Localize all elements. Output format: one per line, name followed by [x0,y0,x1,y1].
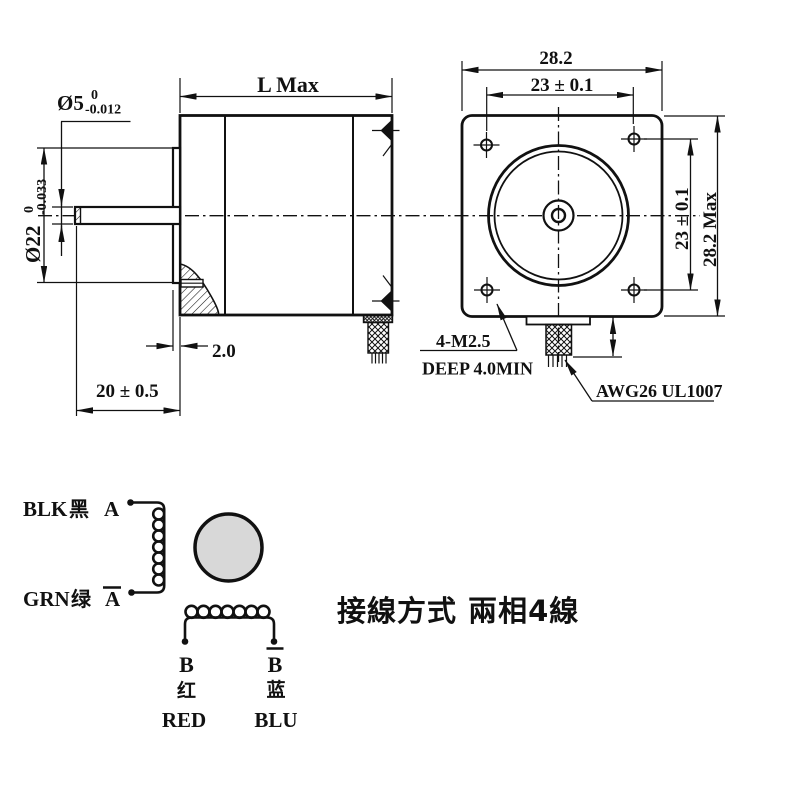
note-lead-wire: AWG26 UL1007 [564,359,723,402]
label-hole-spacing-h: 23 ± 0.1 [531,75,594,96]
note-mounting-holes: 4-M2.5 DEEP 4.0MIN [420,303,533,379]
terminal-dot-a-bar [128,589,135,596]
label-overall-height: 28.2 Max [700,192,721,267]
dim-pilot-thickness: 2.0 [146,290,236,362]
phase-b-coil [181,604,278,645]
label-shaft-tol-lower: -0.012 [85,103,121,118]
dim-hole-spacing-vertical: 23 ± 0.1 [644,138,698,291]
phase-b-bar-terminal: B [268,652,283,677]
phase-b-code: RED [162,708,206,732]
phase-a-bar-label: GRN 绿 A [23,587,121,611]
cable-gland-front [545,323,573,356]
mounting-hole-top-left [473,132,500,158]
label-l-max: L Max [257,72,319,97]
phase-b-cn: 红 [177,679,196,702]
label-pilot-thickness: 2.0 [212,341,236,362]
dim-l-max: L Max [179,72,393,113]
terminal-dot-a [127,499,134,506]
label-pilot-tol-lower: -0.033 [35,179,50,215]
connector-block [525,315,591,326]
lead-wires-side [371,353,387,364]
dim-shaft-diameter: Ø5 0 -0.012 [52,88,131,256]
phase-a-label: BLK 黑 A [23,497,120,521]
motor-shaft [73,205,182,226]
dim-shaft-length: 20 ± 0.5 [75,226,181,416]
dim-hole-spacing-horizontal: 23 ± 0.1 [486,75,634,131]
edge-mark-bottom [372,275,400,312]
label-hole-depth: DEEP 4.0MIN [422,359,533,379]
dim-pilot-diameter: Ø22 0 -0.033 [21,147,172,284]
phase-b-terminal: B [179,652,194,677]
edge-mark-top [372,119,400,157]
cable-gland-side [367,321,390,354]
mounting-hole-bottom-left [474,277,500,303]
label-shaft-tol-upper: 0 [91,88,98,103]
mounting-hole-bottom-right [621,277,647,303]
dim-overall-width: 28.2 [461,48,663,111]
wiring-caption: 接線方式 兩相4線 [337,594,579,628]
rotor-circle [193,512,264,583]
dim-overall-height: 28.2 Max [664,115,725,317]
lead-wires-front [547,355,568,367]
wiring-diagram: BLK 黑 A GRN 绿 A B 红 RED B 蓝 BLU 接線方式 兩相4… [23,497,579,732]
dim-gland-height [573,317,622,358]
terminal-dot-b [181,638,189,645]
front-view: 28.2 23 ± 0.1 23 ± 0.1 28.2 Max [420,48,725,402]
label-shaft-length: 20 ± 0.5 [96,381,159,402]
phase-b-bar-code: BLU [254,708,297,732]
mounting-hole-top-right [621,126,647,152]
label-lead-wire-spec: AWG26 UL1007 [596,381,723,401]
label-pilot-dia: Ø22 [21,226,45,263]
side-view: L Max Ø5 0 -0.012 Ø22 0 -0.033 [21,72,400,416]
label-pilot-tol-upper: 0 [22,206,37,213]
terminal-dot-b-bar [270,638,278,645]
shaft-end-hatch [74,206,82,225]
label-overall-width: 28.2 [539,48,572,69]
phase-a-coil [127,499,166,596]
label-shaft-dia: Ø5 [57,91,84,115]
phase-b-bar-cn: 蓝 [266,678,285,701]
label-hole-spacing-v: 23 ± 0.1 [672,187,693,250]
cable-gland-cap-side [362,314,394,324]
flange-section-hatch [179,263,220,316]
label-mounting-holes: 4-M2.5 [436,331,490,351]
body-section-joints [224,115,354,315]
